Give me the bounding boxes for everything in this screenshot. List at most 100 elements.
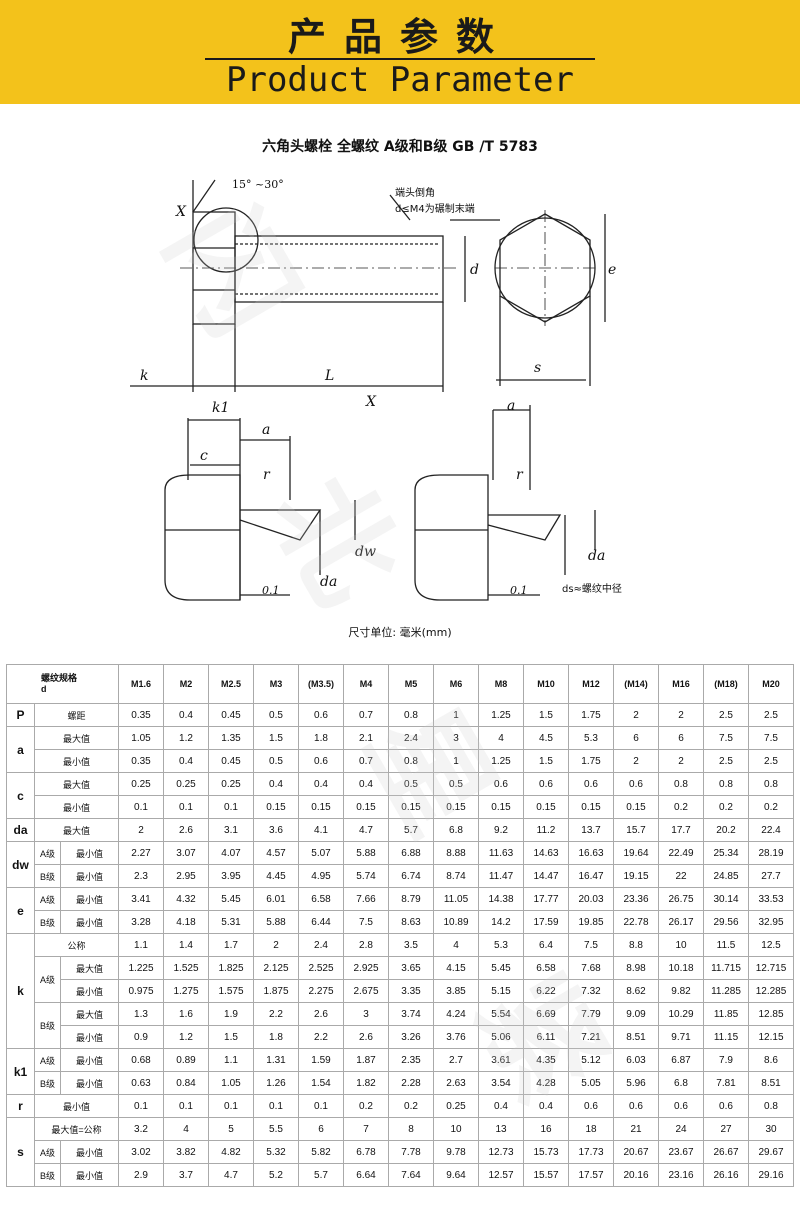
value-cell: 28.19 bbox=[748, 841, 794, 865]
value-cell: 7 bbox=[343, 1117, 389, 1141]
value-cell: 17.73 bbox=[568, 1140, 614, 1164]
value-cell: 7.5 bbox=[748, 726, 794, 750]
value-cell: 0.8 bbox=[748, 772, 794, 796]
value-cell: 3.54 bbox=[478, 1071, 524, 1095]
value-cell: 10.29 bbox=[658, 1002, 704, 1026]
note-chamfer-1: 端头倒角 bbox=[395, 186, 435, 199]
value-cell: 18 bbox=[568, 1117, 614, 1141]
value-cell: 6.8 bbox=[433, 818, 479, 842]
value-cell: 25.34 bbox=[703, 841, 749, 865]
value-cell: 2.27 bbox=[118, 841, 164, 865]
value-cell: 6.88 bbox=[388, 841, 434, 865]
label-L: L bbox=[324, 368, 334, 384]
value-cell: 2 bbox=[613, 703, 659, 727]
value-cell: 0.5 bbox=[388, 772, 434, 796]
value-cell: 0.7 bbox=[343, 703, 389, 727]
value-cell: 2.4 bbox=[388, 726, 434, 750]
banner-title-cn: 产品参数 bbox=[287, 14, 512, 59]
param-symbol-cell: k1 bbox=[6, 1048, 35, 1095]
value-cell: 0.8 bbox=[703, 772, 749, 796]
value-cell: 20.2 bbox=[703, 818, 749, 842]
value-cell: 11.05 bbox=[433, 887, 479, 911]
value-cell: 1.275 bbox=[163, 979, 209, 1003]
bolt-shank bbox=[234, 235, 444, 303]
value-cell: 9.64 bbox=[433, 1163, 479, 1187]
value-cell: 0.975 bbox=[118, 979, 164, 1003]
value-cell: 0.4 bbox=[478, 1094, 524, 1118]
value-cell: 2.7 bbox=[433, 1048, 479, 1072]
value-cell: 0.6 bbox=[703, 1094, 749, 1118]
value-cell: 1.75 bbox=[568, 703, 614, 727]
value-cell: 1.2 bbox=[163, 1025, 209, 1049]
value-cell: 3.74 bbox=[388, 1002, 434, 1026]
value-cell: 4.7 bbox=[208, 1163, 254, 1187]
value-cell: 0.1 bbox=[208, 1094, 254, 1118]
value-cell: 26.17 bbox=[658, 910, 704, 934]
header-banner: 产品参数 Product Parameter bbox=[0, 0, 800, 104]
value-cell: 2.95 bbox=[163, 864, 209, 888]
size-header-cell: M3 bbox=[253, 664, 299, 704]
value-cell: 0.7 bbox=[343, 749, 389, 773]
grade-cell: A级 bbox=[34, 1048, 61, 1072]
value-cell: 0.15 bbox=[253, 795, 299, 819]
label-x-detail: X bbox=[175, 204, 187, 220]
value-cell: 5.5 bbox=[253, 1117, 299, 1141]
value-cell: 3.07 bbox=[163, 841, 209, 865]
banner-divider bbox=[205, 58, 595, 60]
value-cell: 6.58 bbox=[298, 887, 344, 911]
value-cell: 0.68 bbox=[118, 1048, 164, 1072]
value-cell: 1.2 bbox=[163, 726, 209, 750]
value-cell: 22 bbox=[658, 864, 704, 888]
value-cell: 6.01 bbox=[253, 887, 299, 911]
value-cell: 2.5 bbox=[748, 749, 794, 773]
value-cell: 6.03 bbox=[613, 1048, 659, 1072]
value-cell: 26.16 bbox=[703, 1163, 749, 1187]
row-label-cell: 最小值 bbox=[60, 841, 119, 865]
value-cell: 3.41 bbox=[118, 887, 164, 911]
value-cell: 0.6 bbox=[568, 772, 614, 796]
value-cell: 9.71 bbox=[658, 1025, 704, 1049]
param-symbol-cell: e bbox=[6, 887, 35, 934]
value-cell: 16 bbox=[523, 1117, 569, 1141]
value-cell: 5.2 bbox=[253, 1163, 299, 1187]
param-symbol-cell: dw bbox=[6, 841, 35, 888]
value-cell: 0.35 bbox=[118, 703, 164, 727]
note-pitch-diameter: ds≈螺纹中径 bbox=[562, 582, 622, 595]
value-cell: 3.82 bbox=[163, 1140, 209, 1164]
value-cell: 8.98 bbox=[613, 956, 659, 980]
value-cell: 23.16 bbox=[658, 1163, 704, 1187]
value-cell: 9.78 bbox=[433, 1140, 479, 1164]
value-cell: 0.4 bbox=[163, 703, 209, 727]
row-label-cell: 最大值 bbox=[34, 772, 119, 796]
value-cell: 0.15 bbox=[523, 795, 569, 819]
value-cell: 0.4 bbox=[523, 1094, 569, 1118]
label-da-1: da bbox=[320, 574, 337, 590]
value-cell: 1.875 bbox=[253, 979, 299, 1003]
value-cell: 5.07 bbox=[298, 841, 344, 865]
value-cell: 0.15 bbox=[388, 795, 434, 819]
value-cell: 2.8 bbox=[343, 933, 389, 957]
value-cell: 22.78 bbox=[613, 910, 659, 934]
param-symbol-cell: P bbox=[6, 703, 35, 727]
value-cell: 3.76 bbox=[433, 1025, 479, 1049]
value-cell: 7.68 bbox=[568, 956, 614, 980]
value-cell: 11.285 bbox=[703, 979, 749, 1003]
label-tol-1: 0.1 bbox=[262, 584, 280, 597]
value-cell: 6 bbox=[658, 726, 704, 750]
value-cell: 1.1 bbox=[118, 933, 164, 957]
value-cell: 3 bbox=[433, 726, 479, 750]
value-cell: 1.225 bbox=[118, 956, 164, 980]
value-cell: 30.14 bbox=[703, 887, 749, 911]
value-cell: 2.2 bbox=[253, 1002, 299, 1026]
value-cell: 2.9 bbox=[118, 1163, 164, 1187]
value-cell: 3.85 bbox=[433, 979, 479, 1003]
value-cell: 0.6 bbox=[523, 772, 569, 796]
value-cell: 3.02 bbox=[118, 1140, 164, 1164]
value-cell: 0.5 bbox=[253, 749, 299, 773]
param-symbol-cell: s bbox=[6, 1117, 35, 1187]
value-cell: 0.2 bbox=[343, 1094, 389, 1118]
value-cell: 6.87 bbox=[658, 1048, 704, 1072]
value-cell: 2.5 bbox=[703, 749, 749, 773]
value-cell: 29.67 bbox=[748, 1140, 794, 1164]
